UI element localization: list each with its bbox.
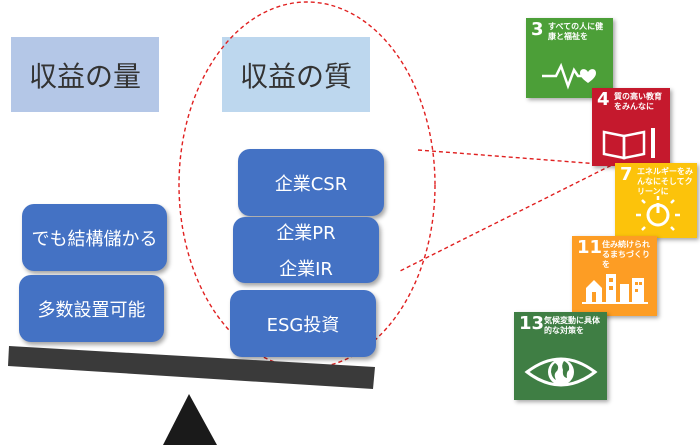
revenue-quality-header: 収益の質 [222, 37, 370, 112]
sdg-number: 11 [577, 237, 603, 258]
right-stack-item-pr-ir: 企業PR 企業IR [233, 217, 379, 283]
sdg-goal-11-tile: 11 住み続けられるまちづくりを [572, 236, 657, 316]
sdg-text: 気候変動に具体的な対策を [544, 316, 600, 335]
sdg-number: 3 [531, 19, 544, 40]
sdg-number: 13 [519, 313, 545, 334]
right-stack-item-pr: 企業PR [276, 223, 336, 244]
power-sun-icon [636, 196, 680, 231]
heartbeat-icon [542, 62, 596, 90]
left-stack-item-profitable: でも結構儲かる [22, 204, 167, 271]
right-stack-item-esg: ESG投資 [230, 290, 376, 357]
revenue-quantity-header: 収益の量 [11, 37, 159, 112]
earth-eye-icon [524, 357, 598, 387]
sdg-goal-3-tile: 3 すべての人に健康と福祉を [526, 18, 613, 98]
book-icon [602, 128, 655, 160]
sdg-text: すべての人に健康と福祉を [548, 22, 604, 41]
sdg-goal-13-tile: 13 気候変動に具体的な対策を [514, 312, 607, 400]
sdg-text: エネルギーをみんなにそしてクリーンに [637, 167, 693, 196]
sdg-text: 住み続けられるまちづくりを [602, 240, 650, 269]
sdg-number: 4 [597, 89, 610, 110]
right-stack-item-ir: 企業IR [279, 259, 333, 280]
sdg-goal-4-tile: 4 質の高い教育をみんなに [592, 88, 670, 166]
left-stack-item-installable: 多数設置可能 [19, 275, 164, 342]
seesaw-fulcrum [163, 394, 217, 445]
city-icon [582, 274, 648, 304]
sdg-text: 質の高い教育をみんなに [614, 92, 662, 111]
sdg-goal-7-tile: 7 エネルギーをみんなにそしてクリーンに [615, 163, 697, 238]
right-stack-item-csr: 企業CSR [238, 149, 384, 216]
sdg-number: 7 [620, 164, 633, 185]
